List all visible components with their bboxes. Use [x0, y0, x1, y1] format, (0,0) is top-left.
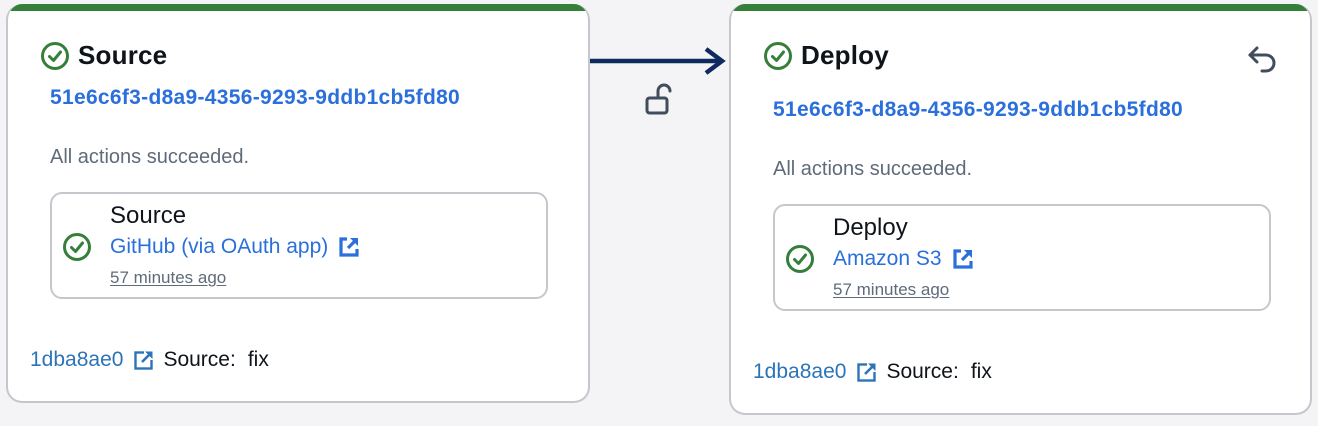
stage-header: Source — [40, 40, 167, 71]
stage-status-bar — [731, 4, 1310, 11]
action-name: Source — [110, 202, 187, 229]
action-time-link[interactable]: 57 minutes ago — [833, 280, 950, 299]
check-circle-icon — [40, 41, 70, 71]
action-card-deploy: Deploy Amazon S3 57 minutes ago — [773, 204, 1271, 311]
action-provider-link[interactable]: GitHub (via OAuth app) — [110, 234, 362, 260]
source-label: Source: — [163, 348, 236, 371]
action-time-link[interactable]: 57 minutes ago — [110, 268, 227, 287]
stage-title: Deploy — [801, 40, 889, 70]
commit-message: fix — [970, 360, 992, 383]
stage-status-text: All actions succeeded. — [50, 146, 250, 168]
check-circle-icon — [62, 232, 92, 262]
stage-footer: 1dba8ae0 Source: fix — [753, 360, 992, 384]
check-circle-icon — [763, 41, 793, 71]
stage-card-deploy: Deploy 51e6c6f3-d8a9-4356-9293-9ddb1cb5f… — [729, 4, 1312, 415]
provider-label: Amazon S3 — [833, 247, 942, 270]
commit-message: fix — [247, 348, 269, 371]
external-link-icon[interactable] — [133, 349, 155, 371]
external-link-icon[interactable] — [856, 361, 878, 383]
execution-id-link[interactable]: 51e6c6f3-d8a9-4356-9293-9ddb1cb5fd80 — [773, 98, 1184, 121]
action-card-source: Source GitHub (via OAuth app) 57 minutes… — [50, 192, 548, 299]
arrow-right-icon — [590, 46, 730, 76]
check-circle-icon — [785, 244, 815, 274]
rollback-icon[interactable] — [1246, 44, 1280, 76]
action-provider-link[interactable]: Amazon S3 — [833, 246, 976, 272]
external-link-icon — [950, 246, 976, 272]
commit-id-link[interactable]: 1dba8ae0 — [30, 348, 124, 371]
unlocked-icon[interactable] — [644, 82, 672, 118]
execution-id-link[interactable]: 51e6c6f3-d8a9-4356-9293-9ddb1cb5fd80 — [50, 86, 461, 109]
source-label: Source: — [886, 360, 959, 383]
action-name: Deploy — [833, 214, 908, 241]
stage-title: Source — [78, 40, 168, 70]
provider-label: GitHub (via OAuth app) — [110, 235, 329, 258]
stage-footer: 1dba8ae0 Source: fix — [30, 348, 269, 372]
stage-status-bar — [8, 4, 588, 11]
commit-id-link[interactable]: 1dba8ae0 — [753, 360, 847, 383]
stage-status-text: All actions succeeded. — [773, 158, 973, 180]
external-link-icon — [336, 234, 362, 260]
stage-card-source: Source 51e6c6f3-d8a9-4356-9293-9ddb1cb5f… — [6, 4, 590, 403]
stage-header: Deploy — [763, 40, 889, 71]
